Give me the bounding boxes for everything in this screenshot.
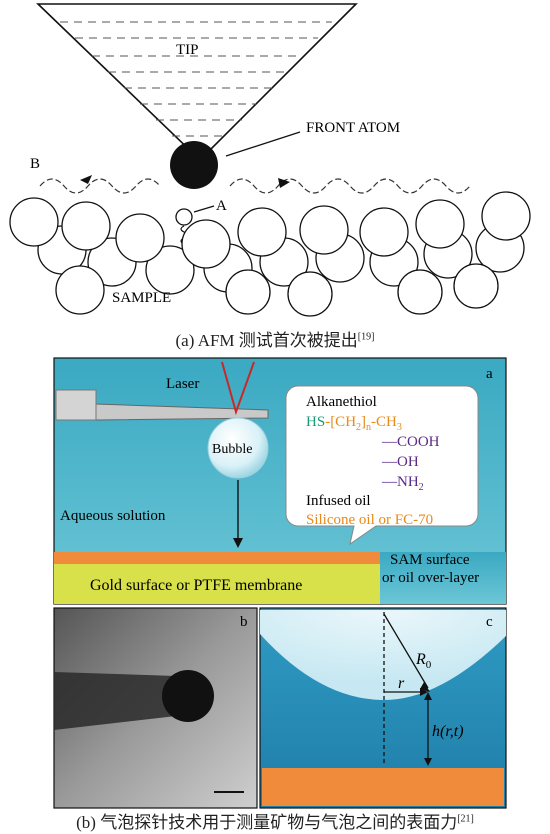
label-sam-1: SAM surface	[390, 552, 470, 568]
chemistry-callout	[285, 385, 479, 546]
caption-a: (a) AFM 测试首次被提出[19]	[175, 331, 375, 350]
adsorbate-atom	[175, 208, 193, 226]
label-oil: Silicone oil or FC-70	[306, 512, 433, 528]
sample-atoms	[9, 191, 531, 317]
tip-trajectory	[39, 178, 471, 194]
panel-c: c R0 r h(r,t)	[259, 607, 507, 809]
label-nh2: —NH2	[381, 474, 424, 493]
label-bubble: Bubble	[212, 442, 252, 457]
label-oh: —OH	[381, 454, 419, 470]
afm-schematic: TIP FRONT ATOM B A SAMPLE	[9, 3, 531, 317]
gold-surface	[54, 564, 380, 604]
label-r: r	[398, 675, 405, 692]
substrate-orange	[262, 768, 504, 806]
bubble-dome	[260, 610, 506, 700]
bubble	[207, 417, 269, 479]
panel-a-tag: a	[486, 366, 493, 382]
formula-hs: HS	[306, 414, 325, 430]
panel-a: a Laser Bubble Aqueous solution Gold sur…	[53, 357, 507, 605]
panel-b-tag: b	[240, 614, 248, 630]
label-gold: Gold surface or PTFE membrane	[90, 577, 302, 594]
label-sam-2: or oil over-layer	[382, 570, 479, 586]
probe-shadow	[54, 672, 176, 730]
label-alkanethiol: Alkanethiol	[306, 394, 377, 410]
front-atom	[170, 141, 218, 189]
label-laser: Laser	[166, 376, 199, 392]
label-h: h(r,t)	[432, 723, 464, 740]
label-infused: Infused oil	[306, 493, 371, 509]
laser-beam	[221, 361, 255, 416]
probe-bubble	[162, 670, 214, 722]
caption-b: (b) 气泡探针技术用于测量矿物与气泡之间的表面力[21]	[76, 813, 474, 832]
tip-hatching	[60, 21, 332, 137]
panel-c-tag: c	[486, 614, 493, 630]
label-a: A	[216, 198, 227, 214]
formula-ch2: [CH	[330, 414, 356, 430]
label-tip: TIP	[176, 42, 199, 58]
panel-b: b	[53, 607, 258, 809]
label-aqueous: Aqueous solution	[60, 508, 166, 524]
label-formula: HS-[CH2]n-CH3	[306, 414, 402, 433]
label-sample: SAMPLE	[112, 290, 171, 306]
label-r0: R0	[415, 651, 432, 671]
label-cooh: —COOH	[381, 434, 440, 450]
sam-layer	[54, 552, 380, 564]
label-b: B	[30, 156, 40, 172]
afm-tip	[36, 3, 358, 162]
label-front-atom: FRONT ATOM	[306, 120, 400, 136]
